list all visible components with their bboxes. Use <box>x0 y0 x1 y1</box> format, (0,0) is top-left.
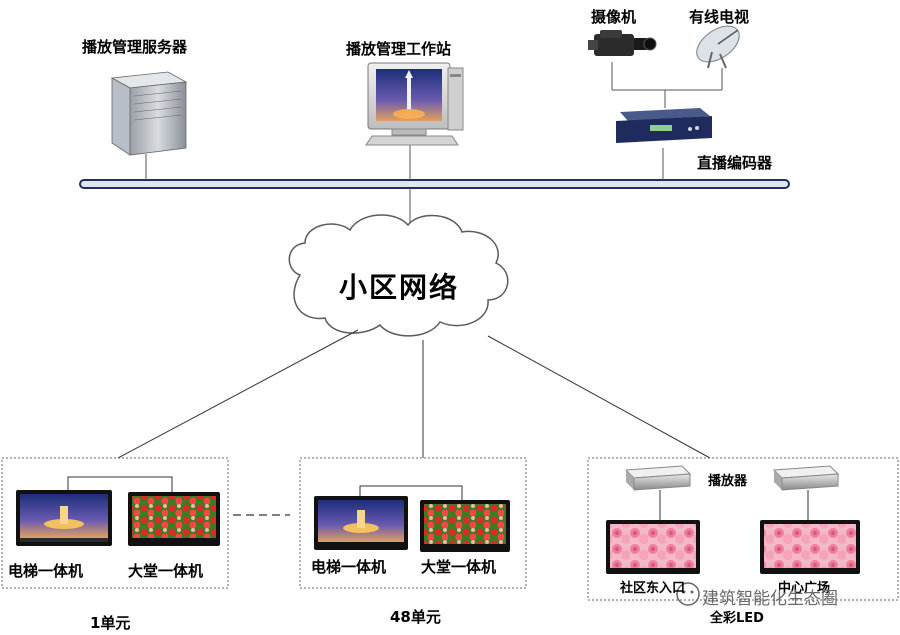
elevator-1-label: 电梯一体机 <box>8 562 84 580</box>
lobby-48-label: 大堂一体机 <box>421 558 497 576</box>
elevator-screen-48-icon <box>314 496 408 550</box>
elevator-48-label: 电梯一体机 <box>311 558 387 576</box>
unit-48-label: 48单元 <box>390 608 441 626</box>
full-color-led-label: 全彩LED <box>710 611 764 626</box>
wechat-logo-icon <box>676 582 700 606</box>
workstation-icon <box>365 62 464 146</box>
lobby-screen-48-icon <box>420 500 510 552</box>
led-screen-1-icon <box>606 520 700 574</box>
bus-connectors <box>145 62 723 222</box>
server-icon <box>110 71 188 156</box>
player-label: 播放器 <box>708 474 748 489</box>
encoder-label: 直播编码器 <box>697 154 773 172</box>
lobby-screen-1-icon <box>128 492 220 546</box>
unit-1-group <box>1 457 229 589</box>
camera-label: 摄像机 <box>591 8 637 26</box>
center-square-label: 中心广场 <box>778 581 831 596</box>
cable-tv-label: 有线电视 <box>689 8 750 26</box>
lobby-1-label: 大堂一体机 <box>128 562 204 580</box>
network-label: 小区网络 <box>339 271 460 304</box>
backbone-bus <box>79 179 790 189</box>
unit-1-links <box>67 476 173 492</box>
player-box-2-icon <box>772 465 840 491</box>
watermark-text: 建筑智能化生态圈 <box>702 589 838 609</box>
player-box-1-icon <box>624 465 692 491</box>
elevator-screen-1-icon <box>16 490 112 546</box>
workstation-label: 播放管理工作站 <box>346 40 452 58</box>
community-entrance-label: 社区东入口 <box>620 581 686 596</box>
camera-icon <box>588 30 657 56</box>
led-screen-2-icon <box>760 520 860 574</box>
encoder-icon <box>616 108 712 143</box>
network-cloud <box>288 214 509 337</box>
unit-1-label: 1单元 <box>90 614 131 632</box>
unit-48-links <box>359 485 463 500</box>
led-group <box>587 457 899 601</box>
unit-48-group <box>299 457 527 589</box>
distribution-lines <box>117 329 711 459</box>
satellite-dish-icon <box>696 25 740 69</box>
server-label: 播放管理服务器 <box>82 38 188 56</box>
